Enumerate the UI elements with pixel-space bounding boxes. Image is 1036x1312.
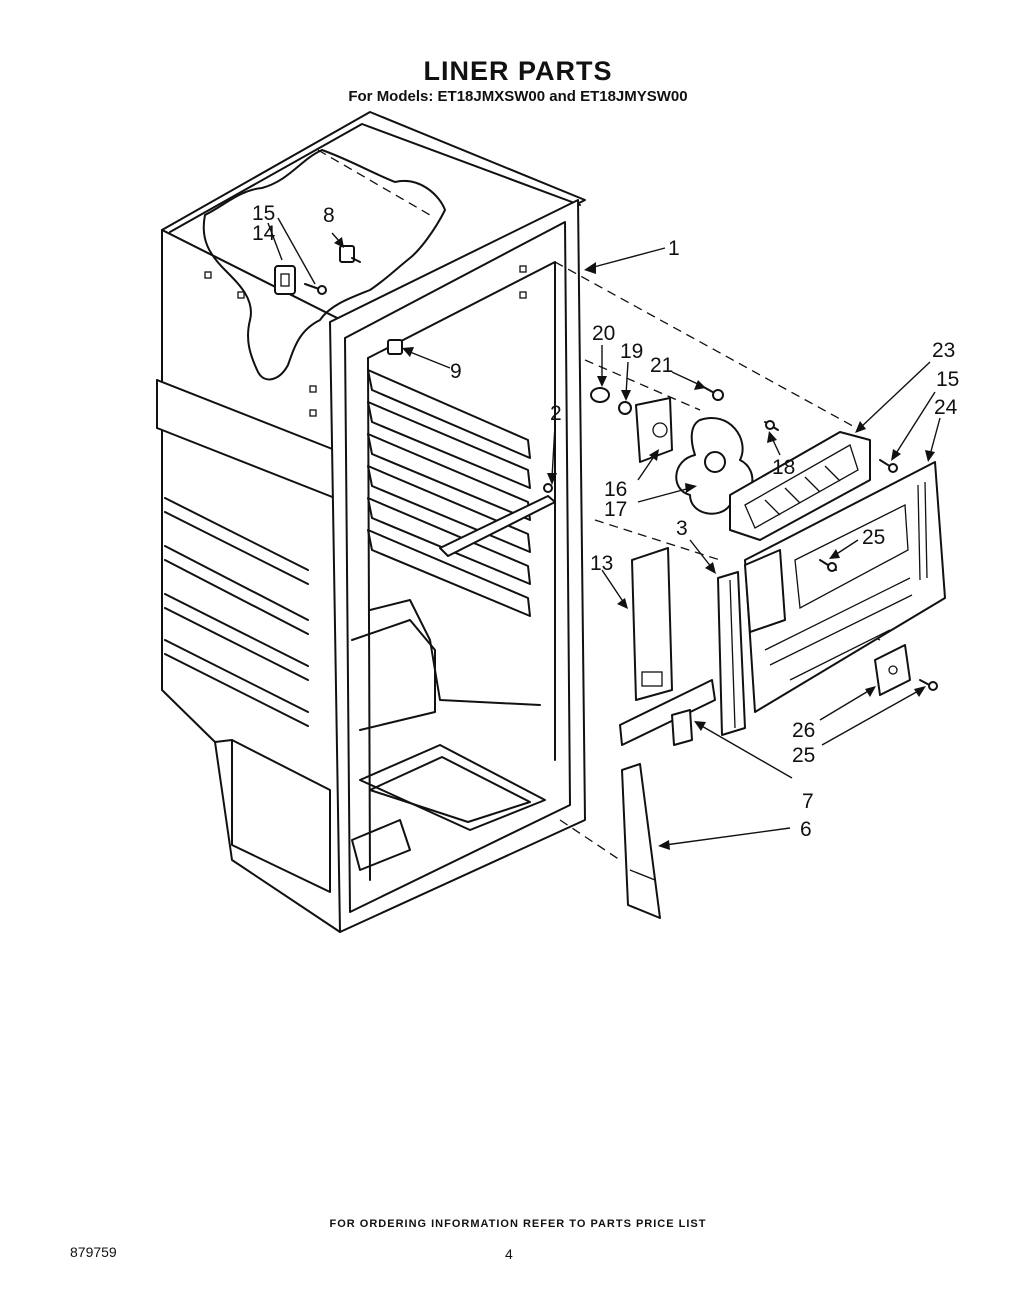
part-18-screw	[764, 420, 779, 431]
callout-21: 21	[650, 354, 673, 377]
part-7-bracket	[619, 679, 716, 746]
part-26-plate	[874, 644, 911, 696]
callout-13: 13	[590, 552, 613, 575]
callout-3: 3	[676, 517, 688, 540]
callout-15-right: 15	[936, 368, 959, 391]
callout-16: 16	[604, 478, 627, 501]
ordering-note: FOR ORDERING INFORMATION REFER TO PARTS …	[329, 1218, 707, 1230]
part-9-clip	[387, 339, 403, 355]
part-8-clip	[339, 245, 361, 263]
part-17-fan-blade	[675, 417, 754, 515]
part-19-nut	[618, 401, 632, 415]
callout-18: 18	[772, 456, 795, 479]
page-number: 4	[505, 1246, 513, 1262]
liner-cabinet	[156, 111, 586, 933]
leader-lines	[267, 217, 941, 850]
part-16-bracket	[635, 397, 673, 463]
part-3-duct	[717, 549, 786, 736]
callout-15-top: 15	[252, 202, 275, 225]
part-14-damper	[274, 265, 296, 295]
part-13-panel	[631, 547, 673, 701]
callout-25-upper: 25	[862, 526, 885, 549]
part-15-screw-top	[304, 283, 327, 295]
part-25-screw-upper	[819, 559, 837, 572]
document-number: 879759	[70, 1244, 117, 1260]
part-15-screw-grille	[879, 459, 898, 473]
callout-8: 8	[323, 204, 335, 227]
callout-26: 26	[792, 719, 815, 742]
callout-23: 23	[932, 339, 955, 362]
callout-6: 6	[800, 818, 812, 841]
part-20-grommet	[590, 387, 610, 403]
callout-2: 2	[550, 402, 562, 425]
part-6-panel	[621, 763, 661, 919]
callout-labels: 1 2 3 6 7 8 9 13 14 15 16 17 18 19 20 21…	[252, 202, 959, 841]
part-23-grille	[729, 431, 871, 541]
callout-7: 7	[802, 790, 814, 813]
callout-24: 24	[934, 396, 958, 419]
part-2-rod	[439, 483, 556, 557]
callout-14: 14	[252, 222, 276, 245]
callout-25-lower: 25	[792, 744, 815, 767]
part-24-cover	[744, 461, 946, 713]
callout-1: 1	[668, 237, 680, 260]
callout-20: 20	[592, 322, 615, 345]
part-25-screw-lower	[919, 679, 938, 691]
callout-17: 17	[604, 498, 627, 521]
page-title: LINER PARTS	[423, 56, 613, 86]
callout-9: 9	[450, 360, 462, 383]
liner-shelf-rails	[367, 369, 531, 617]
model-subtitle: For Models: ET18JMXSW00 and ET18JMYSW00	[348, 88, 688, 105]
callout-19: 19	[620, 340, 643, 363]
